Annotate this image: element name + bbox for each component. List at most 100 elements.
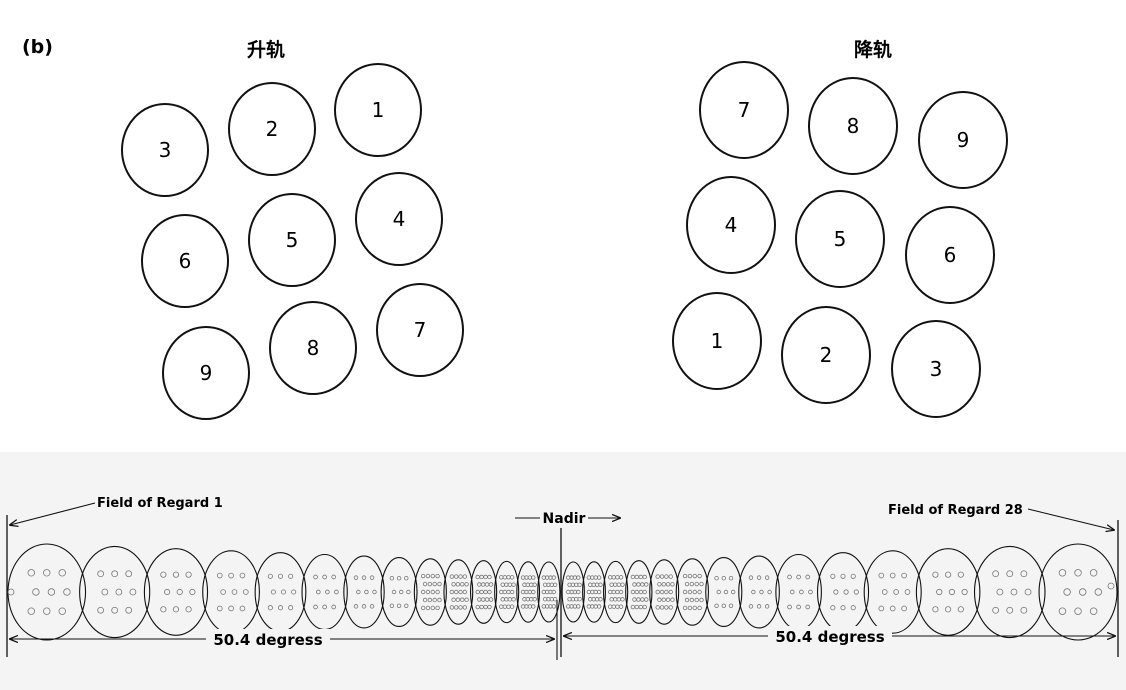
detector-dot [618,589,624,595]
detector-dot [682,605,688,611]
field-of-regard-footprint [202,550,260,634]
descending-circle-outline [808,77,898,175]
field-of-regard-footprint [649,559,680,625]
detector-dot [840,605,846,611]
detector-dot [642,589,647,595]
detector-dot [500,582,505,587]
detector-dot [830,573,836,579]
detector-dot [509,575,515,580]
detector-dot [1089,607,1098,615]
detector-dot [716,589,721,595]
detector-dot [502,604,508,609]
detector-dot [231,589,238,595]
descending-circle-number: 8 [847,114,860,138]
detector-dot [613,582,618,587]
detector-dot [1078,588,1087,596]
detector-dot [552,582,558,587]
detector-dot [1063,588,1071,596]
detector-dot [642,574,647,580]
detector-dot [659,589,665,595]
detector-dot [1074,569,1082,577]
detector-dot [634,604,640,610]
detector-dot [509,589,515,595]
detector-dot [728,603,734,608]
detector-dot [460,582,465,587]
detector-dot [638,604,643,610]
descending-circle-number: 6 [944,243,957,267]
ascending-circle-number: 2 [266,117,279,141]
footprint-outline [7,543,87,641]
descending-circle: 6 [905,206,995,304]
detector-dot [607,604,613,609]
field-of-regard-footprint [915,548,981,636]
detector-dot [404,603,409,608]
ascending-circle: 5 [248,193,336,287]
detector-dot [453,605,459,610]
detector-dot [607,575,613,580]
descending-circle-number: 3 [930,357,943,381]
field-of-regard-footprint [7,543,87,641]
detector-dot [609,582,614,587]
detector-dot [796,604,801,610]
detector-dot [322,574,327,580]
ascending-circle-outline [355,172,443,266]
detector-dot [422,597,428,603]
field-of-regard-footprint [816,552,870,632]
detector-dot [670,582,675,587]
detector-dot [655,589,660,595]
ascending-circle: 2 [228,82,316,176]
descending-circle: 2 [781,306,871,404]
detector-dot [1006,570,1014,578]
detector-dot [216,572,223,579]
detector-dot [759,589,764,595]
detector-dot [455,597,461,602]
detector-dot [484,597,490,602]
detector-dot [632,582,637,587]
detector-dot [664,605,669,610]
detector-dot [160,606,167,613]
detector-dot [315,589,321,595]
detector-dot [692,605,697,611]
detector-dot [504,582,509,587]
detector-dot [430,605,435,611]
field-of-regard-footprint [582,561,606,623]
detector-dot [687,573,693,579]
detector-dot [361,575,367,580]
detector-dot [1058,569,1067,577]
detector-dot [353,575,359,580]
detector-dot [787,574,792,580]
ascending-circle-outline [121,103,209,197]
detector-dot [756,575,762,580]
detector-dot [682,589,688,595]
detector-dot [992,606,1000,614]
detector-dot [945,606,952,613]
detector-dot [714,576,719,581]
footprint-outline [380,556,418,628]
detector-dot [657,597,662,602]
detector-dot [636,582,641,587]
detector-dot [462,605,468,610]
descending-circle: 9 [918,91,1008,189]
footprint-outline [816,552,870,632]
detector-dot [97,606,105,614]
detector-dot [63,588,71,596]
edge-dot [1107,582,1115,590]
detector-dot [479,574,484,580]
field-of-regard-footprint [516,561,541,623]
detector-dot [596,604,602,609]
detector-dot [636,597,641,602]
detector-dot [27,607,35,615]
footprint-outline [705,556,743,628]
detector-dot [58,607,66,615]
descending-circle: 1 [672,292,762,390]
detector-dot [551,575,556,580]
detector-dot [689,597,695,603]
detector-dot [172,571,180,578]
detector-dot [270,589,276,595]
detector-dot [477,582,482,587]
field-of-regard-footprint [413,558,447,626]
ascending-circle-outline [248,193,336,287]
detector-dot [789,589,795,595]
detector-dot [697,589,702,595]
detector-dot [689,581,695,587]
